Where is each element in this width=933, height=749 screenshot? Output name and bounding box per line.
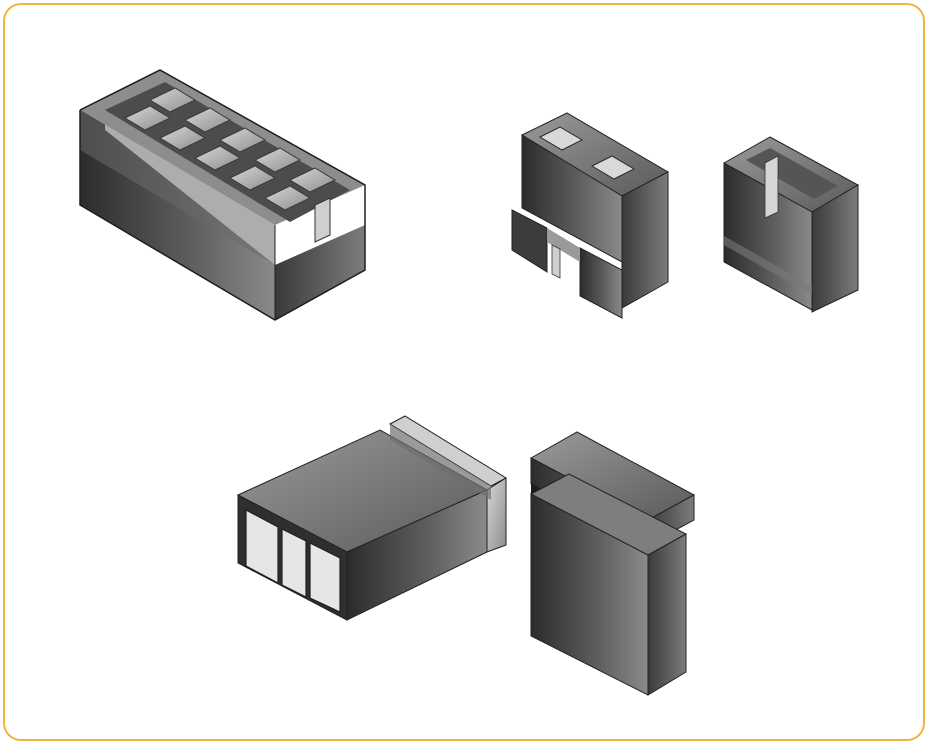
two-pin-shunt-side xyxy=(722,136,860,313)
jumper-cap-angled xyxy=(236,415,508,621)
two-pin-shunt-front xyxy=(511,112,670,319)
jumper-cap-upright xyxy=(529,431,696,696)
multi-pin-connector-housing xyxy=(79,69,366,321)
